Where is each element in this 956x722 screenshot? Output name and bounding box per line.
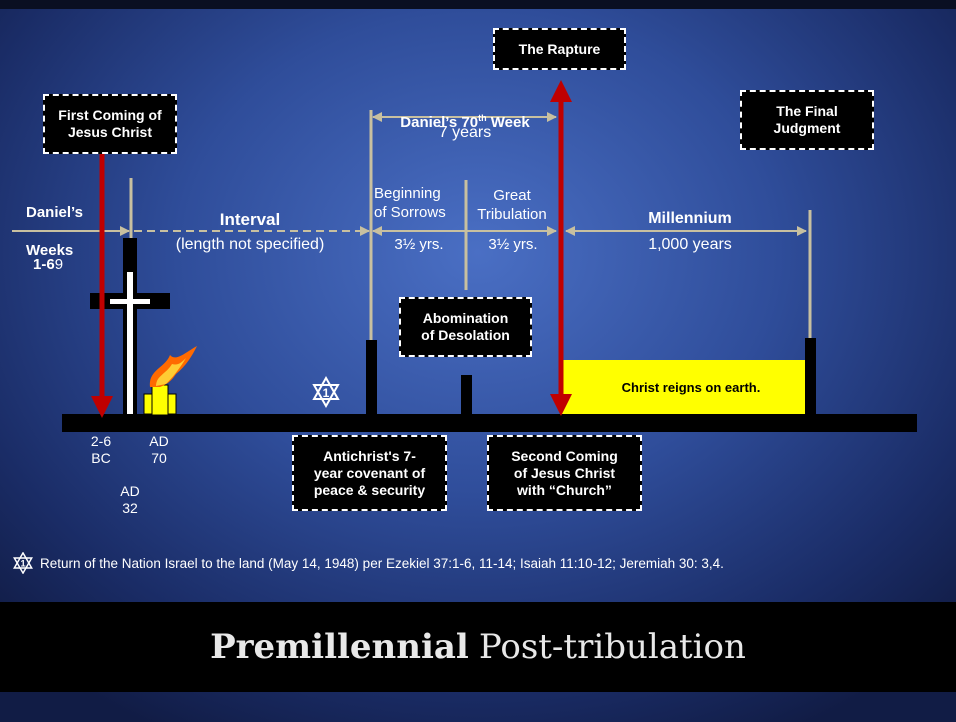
- top-bar: [0, 0, 956, 9]
- post-antichrist: [366, 340, 377, 416]
- temple-flame-icon: [143, 346, 197, 416]
- footnote-star-number: 1: [20, 559, 25, 569]
- label-weeks-1-69: 1-69: [33, 256, 64, 273]
- box-first-coming: First Coming of Jesus Christ: [43, 94, 177, 154]
- label-great-tribulation: Great Tribulation: [477, 187, 547, 223]
- post-final-judgment: [805, 338, 816, 416]
- label-daniels-70th-week: Daniel’s 70th Week: [400, 113, 530, 131]
- label-interval-note: (length not specified): [175, 236, 325, 253]
- label-ad70: AD 70: [149, 433, 169, 466]
- label-daniels-weeks: Daniel’s Weeks: [26, 204, 83, 259]
- label-bos-years: 3½ yrs.: [394, 236, 444, 253]
- arrow-first-coming: [91, 150, 113, 418]
- label-ad32: AD 32: [120, 483, 140, 516]
- label-millennium: Millennium: [648, 210, 732, 227]
- post-abomination: [461, 375, 472, 416]
- christ-reigns-area: [562, 360, 806, 416]
- title-bar: Premillennial Post-tribulation: [0, 602, 956, 692]
- arrow-rapture-second-coming: [550, 80, 572, 416]
- label-bc: 2-6 BC: [90, 433, 112, 466]
- title-rest: Post-tribulation: [478, 627, 746, 667]
- label-seven-years: 7 years: [438, 124, 492, 141]
- box-second-coming: Second Coming of Jesus Christ with “Chur…: [487, 435, 642, 511]
- box-rapture: The Rapture: [493, 28, 626, 70]
- cross-icon: [90, 238, 170, 416]
- star-number: 1: [323, 386, 330, 400]
- label-interval: Interval: [219, 210, 281, 229]
- star-of-david-icon: [312, 375, 340, 409]
- label-christ-reigns: Christ reigns on earth.: [621, 380, 761, 395]
- footnote-text: Return of the Nation Israel to the land …: [40, 555, 724, 571]
- title-bold: Premillennial: [210, 627, 469, 667]
- label-gt-years: 3½ yrs.: [488, 236, 538, 253]
- box-antichrist-covenant: Antichrist's 7- year covenant of peace &…: [292, 435, 447, 511]
- footnote: 1 Return of the Nation Israel to the lan…: [12, 552, 952, 574]
- star-of-david-icon: 1: [13, 552, 33, 574]
- label-millennium-years: 1,000 years: [648, 236, 732, 253]
- label-beginning-of-sorrows: Beginning of Sorrows: [374, 185, 446, 221]
- box-abomination: Abomination of Desolation: [399, 297, 532, 357]
- timeline-bar: [62, 414, 917, 432]
- box-final-judgment: The Final Judgment: [740, 90, 874, 150]
